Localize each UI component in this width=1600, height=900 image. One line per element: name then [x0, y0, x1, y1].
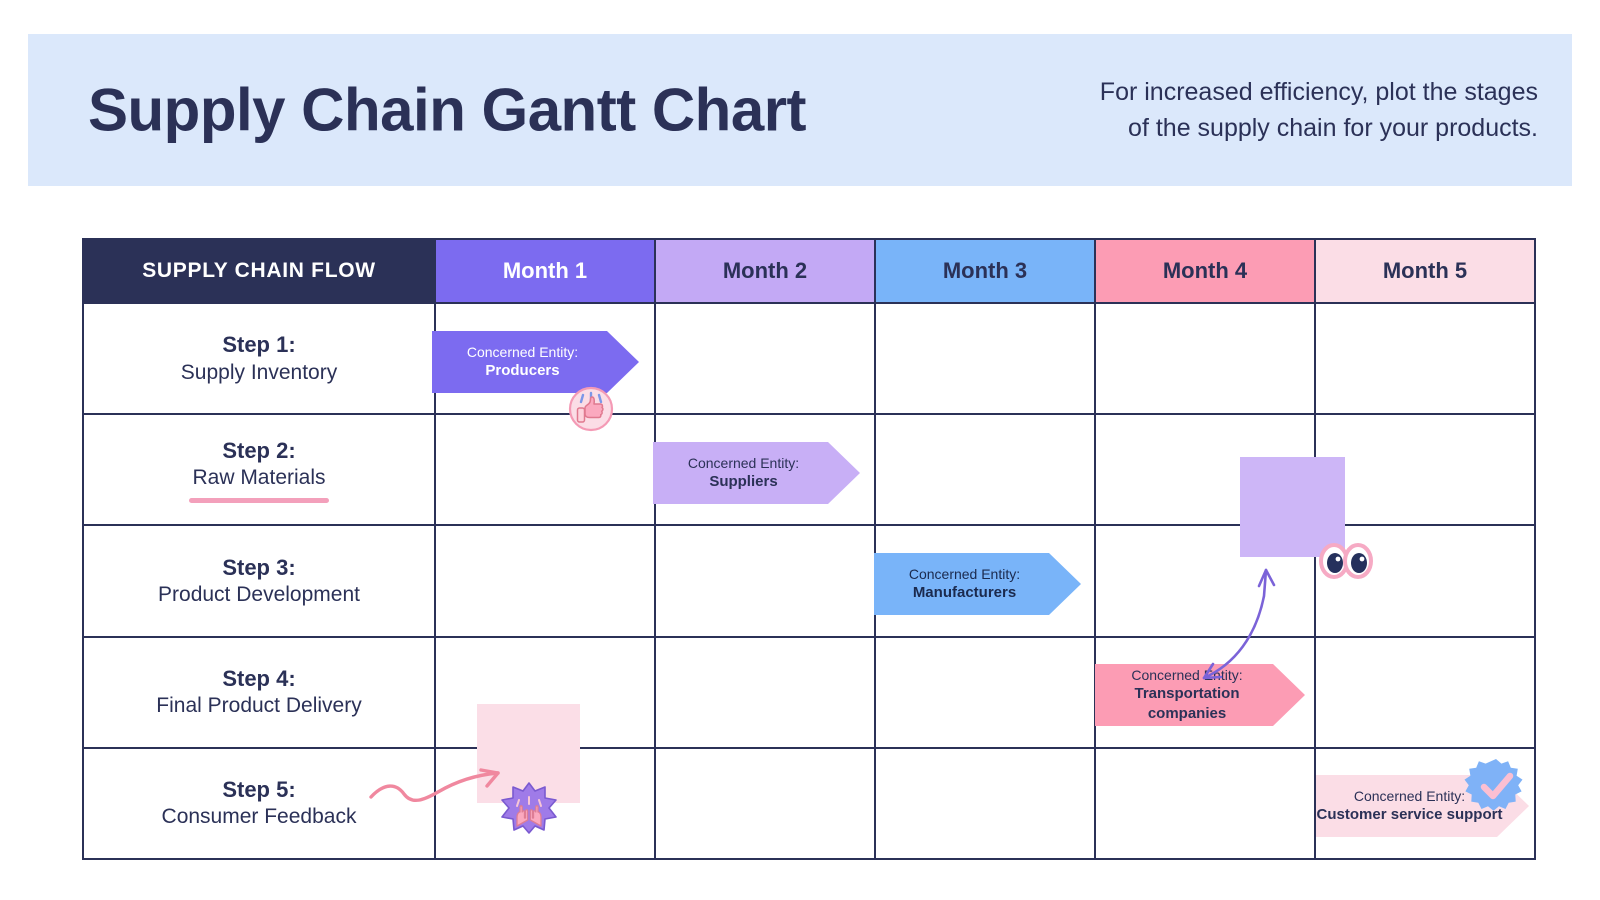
gantt-table: SUPPLY CHAIN FLOW Month 1 Month 2 Month …: [82, 238, 1536, 861]
table-row: Step 1: Supply Inventory: [82, 301, 1536, 416]
page-title: Supply Chain Gantt Chart: [88, 76, 807, 144]
step-number: Step 2:: [222, 437, 296, 463]
step-number: Step 4:: [222, 665, 296, 691]
cell-step1-month4[interactable]: [1094, 301, 1316, 416]
column-header-month-1[interactable]: Month 1: [434, 238, 656, 304]
cell-step3-month2[interactable]: [654, 524, 876, 638]
purple-sticky-note: [1240, 457, 1345, 557]
cell-step5-month4[interactable]: [1094, 746, 1316, 861]
bar-entity-value: Suppliers: [709, 473, 778, 490]
cell-step3-month1[interactable]: [434, 524, 656, 638]
cell-step3-month5[interactable]: [1314, 524, 1536, 638]
table-header-row: SUPPLY CHAIN FLOW Month 1 Month 2 Month …: [82, 238, 1536, 304]
cell-step2-month3[interactable]: [874, 413, 1096, 527]
step-cell-1[interactable]: Step 1: Supply Inventory: [82, 301, 436, 416]
raised-hands-burst-sticker: [500, 782, 558, 834]
step-number: Step 1:: [222, 332, 296, 358]
step-number: Step 5:: [222, 776, 296, 802]
step-name: Final Product Delivery: [156, 694, 362, 718]
column-header-month-4[interactable]: Month 4: [1094, 238, 1316, 304]
bar-entity-label: Concerned Entity:: [1131, 666, 1243, 683]
step-cell-2[interactable]: Step 2: Raw Materials: [82, 413, 436, 527]
step-name: Supply Inventory: [180, 360, 338, 384]
step-name: Product Development: [158, 583, 360, 607]
bar-entity-label: Concerned Entity:: [1353, 787, 1466, 804]
bar-entity-label: Concerned Entity:: [908, 565, 1021, 582]
cell-step4-month5[interactable]: [1314, 635, 1536, 749]
step-cell-3[interactable]: Step 3: Product Development: [82, 524, 436, 638]
column-header-supply-chain-flow: SUPPLY CHAIN FLOW: [82, 238, 436, 304]
column-header-month-2[interactable]: Month 2: [654, 238, 876, 304]
step-name: Raw Materials: [192, 466, 326, 490]
page-subtitle: For increased efficiency, plot the stage…: [1099, 77, 1538, 142]
bar-entity-value: Manufacturers: [912, 584, 1017, 601]
cell-step5-month2[interactable]: [654, 746, 876, 861]
column-header-month-3[interactable]: Month 3: [874, 238, 1096, 304]
cell-step2-month1[interactable]: [434, 413, 656, 527]
header-banner: Supply Chain Gantt Chart For increased e…: [28, 34, 1572, 186]
step-underline-decoration: [189, 497, 329, 503]
gantt-bar-step3-manufacturers[interactable]: Concerned Entity: Manufacturers: [874, 553, 1081, 615]
bar-entity-value: Customer service support: [1316, 806, 1503, 823]
cell-step2-month5[interactable]: [1314, 413, 1536, 527]
bar-entity-label: Concerned Entity:: [687, 454, 800, 471]
gantt-table-wrapper: SUPPLY CHAIN FLOW Month 1 Month 2 Month …: [82, 238, 1536, 861]
gantt-bar-step2-suppliers[interactable]: Concerned Entity: Suppliers: [653, 442, 860, 504]
cell-step4-month2[interactable]: [654, 635, 876, 749]
cell-step1-month3[interactable]: [874, 301, 1096, 416]
cell-step1-month2[interactable]: [654, 301, 876, 416]
gantt-bar-step4-transportation-companies[interactable]: Concerned Entity: Transportation compani…: [1095, 664, 1305, 726]
column-header-month-5[interactable]: Month 5: [1314, 238, 1536, 304]
gantt-bar-step1-producers[interactable]: Concerned Entity: Producers: [432, 331, 639, 393]
verified-check-badge-sticker: [1464, 757, 1525, 815]
table-row: Step 4: Final Product Delivery: [82, 635, 1536, 749]
googly-eyes-sticker: [1318, 540, 1374, 582]
step-name: Consumer Feedback: [161, 805, 357, 829]
cell-step4-month3[interactable]: [874, 635, 1096, 749]
bar-entity-label: Concerned Entity:: [466, 343, 579, 360]
step-cell-5[interactable]: Step 5: Consumer Feedback: [82, 746, 436, 861]
step-cell-4[interactable]: Step 4: Final Product Delivery: [82, 635, 436, 749]
thumbs-up-sticker: [563, 382, 619, 432]
step-number: Step 3:: [222, 554, 296, 580]
bar-entity-value: Transportation companies: [1134, 685, 1240, 722]
bar-entity-value: Producers: [485, 362, 560, 379]
cell-step1-month5[interactable]: [1314, 301, 1536, 416]
cell-step5-month3[interactable]: [874, 746, 1096, 861]
